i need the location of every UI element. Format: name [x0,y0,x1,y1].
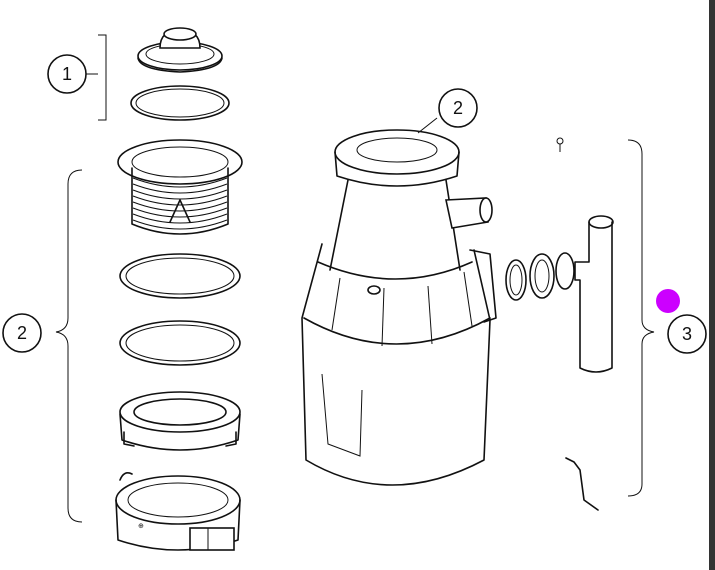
lower-mounting-ring: ⊕ [115,472,241,551]
stopper-part [137,27,223,73]
brace-group-2 [55,169,83,523]
wrench [565,457,599,511]
mounting-ring [119,391,241,451]
brace-group-3 [627,139,655,497]
discharge-elbow [574,215,614,373]
backup-ring [119,320,241,366]
elbow-screw [556,137,564,152]
callout-3-label: 3 [682,324,692,344]
cursor-dot-icon [656,289,680,313]
stopper-gasket [130,85,230,121]
callout-2-top: 2 [417,88,478,134]
callout-3: 3 [667,314,707,354]
discharge-gaskets [505,252,575,301]
right-edge-bar [709,0,715,570]
callout-2-left: 2 [2,313,42,353]
callout-2-left-label: 2 [17,323,27,343]
svg-text:⊕: ⊕ [138,523,144,530]
callout-1: 1 [47,54,87,94]
bracket-group-1 [98,34,107,121]
callout-1-label: 1 [62,64,72,84]
disposer-unit [301,129,497,486]
callout-2-top-label: 2 [453,98,463,118]
sink-flange [117,139,243,235]
fiber-gasket [119,253,241,299]
